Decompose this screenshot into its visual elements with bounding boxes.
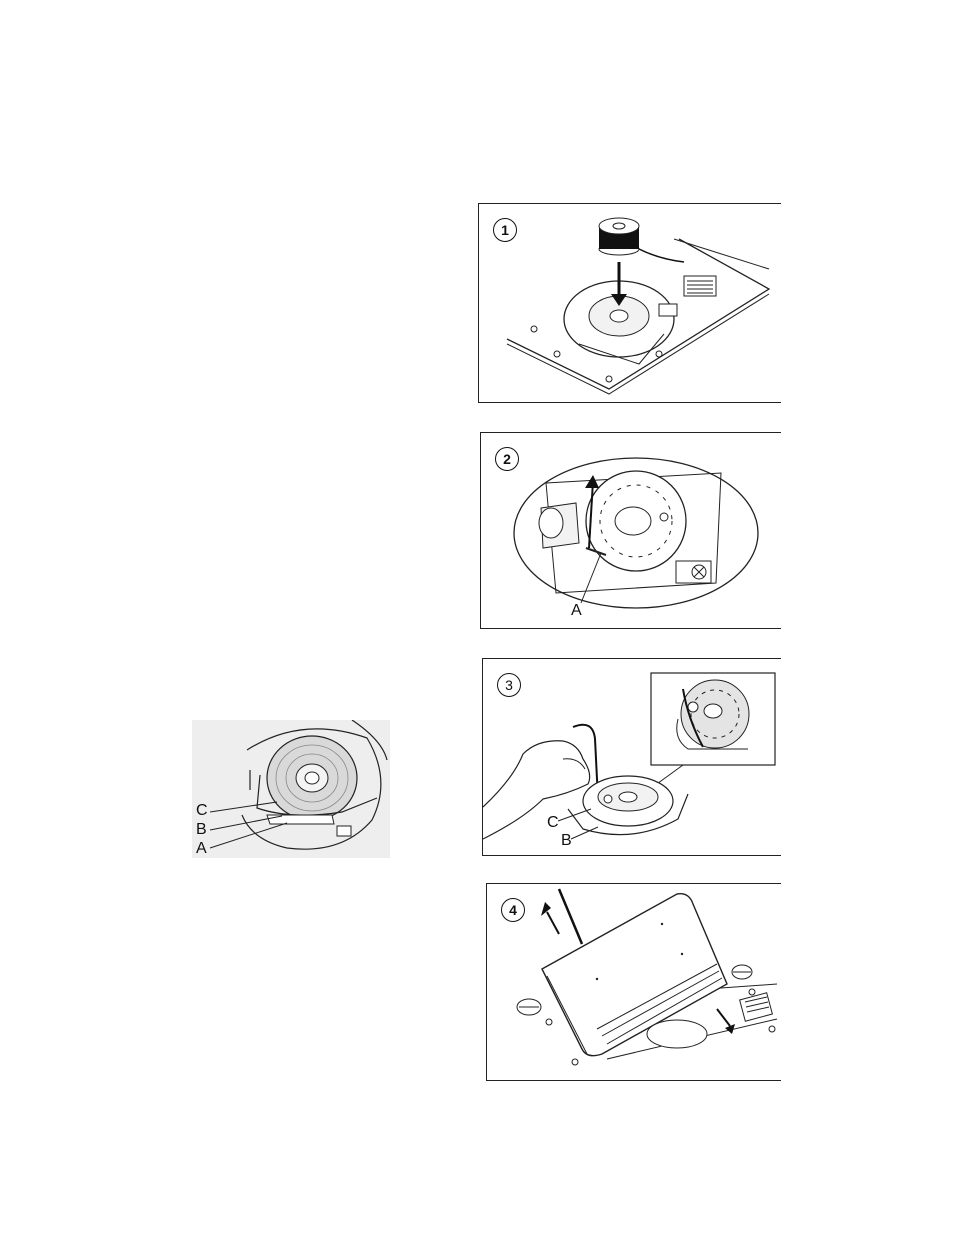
- bobbin-case-illustration: [192, 720, 390, 858]
- thread-guide-illustration: [483, 659, 781, 855]
- step-1-number: 1: [493, 218, 517, 242]
- bobbin-case-detail-figure: C B A: [192, 720, 390, 858]
- step-3-label-b: B: [561, 833, 572, 849]
- thread-tension-illustration: [481, 433, 781, 628]
- step-1-panel: 1: [478, 203, 781, 403]
- detail-label-c: C: [196, 803, 208, 819]
- step-3-number: 3: [497, 673, 521, 697]
- step-4-number: 4: [501, 898, 525, 922]
- step-2-number: 2: [495, 447, 519, 471]
- detail-label-b: B: [196, 822, 207, 838]
- step-3-panel: 3 C B: [482, 658, 781, 856]
- slide-plate-illustration: [487, 884, 781, 1080]
- bobbin-insert-illustration: [479, 204, 781, 402]
- detail-label-a: A: [196, 841, 207, 857]
- step-2-label-a: A: [571, 603, 582, 619]
- step-2-panel: 2 A: [480, 432, 781, 629]
- step-4-panel: 4: [486, 883, 781, 1081]
- step-3-label-c: C: [547, 815, 559, 831]
